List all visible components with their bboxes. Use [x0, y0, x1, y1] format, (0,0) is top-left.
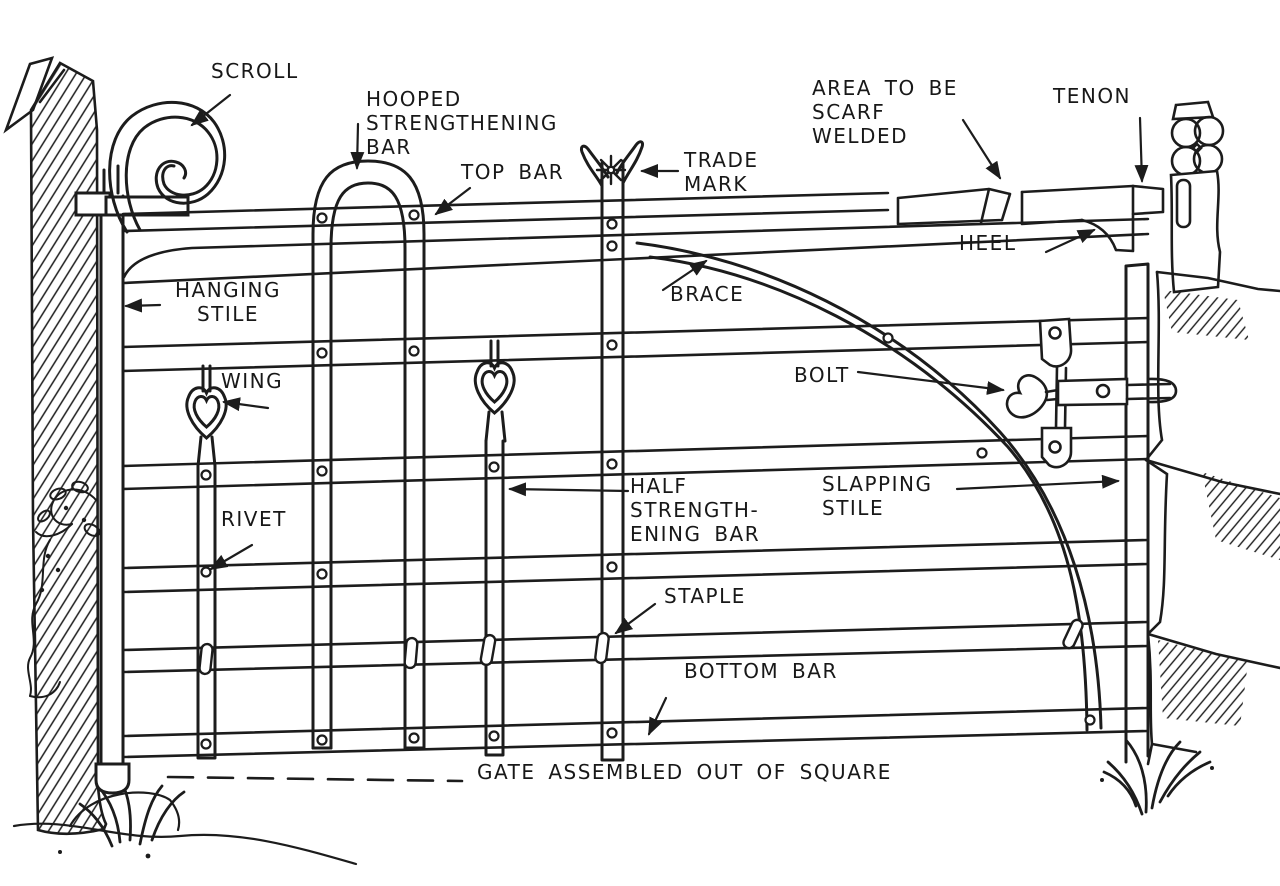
top-bar — [121, 191, 890, 233]
heart-handle — [1005, 374, 1060, 419]
ground-left — [12, 791, 358, 866]
label-wing: WING — [221, 369, 284, 393]
arrow-bolt — [856, 370, 1005, 395]
bottom-bar — [121, 706, 1150, 759]
arrow-bottom-bar — [647, 696, 668, 736]
rivets — [200, 209, 1096, 750]
out-of-square-dashed-line — [166, 775, 464, 783]
heel-piece — [1020, 184, 1165, 253]
wing-shape — [185, 386, 228, 440]
label-rivet: RIVET — [221, 507, 287, 531]
trade-mark-star — [595, 154, 627, 186]
arrow-slapping-stile — [955, 474, 1120, 491]
label-heel: HEEL — [959, 231, 1017, 255]
label-bottom-bar: BOTTOM BAR — [684, 659, 838, 683]
arrow-scroll — [190, 93, 232, 127]
label-bolt: BOLT — [794, 363, 850, 387]
hooped-strengthening-bar — [311, 159, 426, 750]
arrow-hooped-bar — [350, 122, 365, 170]
half-strengthening-bar-2 — [473, 339, 516, 757]
arrow-top-bar — [434, 186, 472, 216]
slapping-stile — [1124, 262, 1150, 764]
arrow-rivet — [209, 543, 254, 571]
label-out-of-square: GATE ASSEMBLED OUT OF SQUARE — [477, 760, 892, 784]
scroll — [108, 100, 227, 234]
arrow-tenon — [1134, 116, 1149, 183]
label-top-bar: TOP BAR — [461, 160, 565, 184]
arrow-hanging-stile — [124, 298, 162, 313]
wooden-gate-post — [3, 56, 108, 836]
label-hooped-strengthening-bar: HOOPED STRENGTHENING BAR — [366, 87, 558, 159]
rivet-labelled — [200, 566, 212, 578]
tenon-post — [1169, 100, 1225, 294]
label-hanging-stile: HANGING STILE — [174, 278, 282, 326]
label-trade-mark: TRADE MARK — [684, 148, 759, 196]
stone-wall — [1144, 270, 1280, 766]
trademark-bar — [580, 140, 644, 762]
label-slapping-stile: SLAPPING STILE — [822, 472, 933, 520]
label-scroll: SCROLL — [211, 59, 299, 83]
grass-left — [58, 780, 186, 859]
wing-shape — [473, 361, 516, 415]
arrow-heel — [1044, 228, 1096, 254]
vine — [27, 480, 101, 699]
label-tenon: TENON — [1053, 84, 1132, 108]
arrow-scarf-weld — [961, 118, 1002, 180]
scarf-weld-pieces — [896, 187, 1012, 226]
staples — [198, 618, 1084, 676]
bolt-assembly — [1005, 317, 1178, 469]
label-brace: BRACE — [670, 282, 745, 306]
tenon-tab — [1131, 184, 1165, 216]
label-scarf-weld: AREA TO BE SCARF WELDED — [812, 76, 958, 148]
arrow-half-bar — [508, 482, 630, 497]
label-staple: STAPLE — [664, 584, 746, 608]
grass-right — [1100, 738, 1214, 816]
arrow-staple — [614, 602, 657, 635]
mortise-slot — [1175, 178, 1192, 229]
leader-arrows — [124, 93, 1149, 783]
arrow-wing — [222, 397, 270, 412]
rails — [121, 191, 1150, 759]
label-half-strengthening-bar: HALF STRENGTH- ENING BAR — [630, 474, 761, 546]
arrow-brace — [661, 259, 708, 292]
half-strengthening-bar-1 — [185, 364, 228, 760]
hanging-stile — [74, 164, 190, 795]
